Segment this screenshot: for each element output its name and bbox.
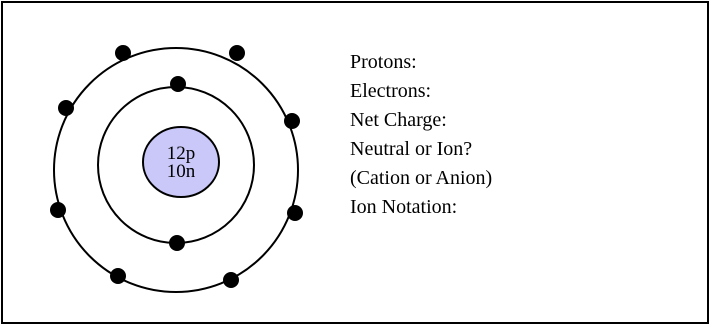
electron-outer-7 [110, 268, 126, 284]
electron-outer-4 [284, 113, 300, 129]
nucleus [142, 126, 220, 198]
nucleus-neutrons-label: 10n [167, 161, 196, 182]
electron-outer-5 [50, 202, 66, 218]
electron-outer-1 [115, 45, 131, 61]
worksheet-field-list: Protons: Electrons: Net Charge: Neutral … [350, 48, 492, 222]
electron-inner-bottom [169, 235, 185, 251]
net-charge-label: Net Charge: [350, 109, 447, 131]
nucleus-protons-label: 12p [167, 143, 196, 164]
electron-outer-3 [58, 100, 74, 116]
electron-outer-2 [229, 45, 245, 61]
ion-notation-label: Ion Notation: [350, 196, 458, 218]
outer-shell [53, 47, 299, 293]
electron-outer-6 [287, 205, 303, 221]
electron-inner-top [170, 76, 186, 92]
neutral-or-ion-label: Neutral or Ion? [350, 138, 473, 160]
electrons-label: Electrons: [350, 80, 432, 102]
electron-outer-8 [223, 272, 239, 288]
cation-or-anion-label: (Cation or Anion) [350, 167, 493, 189]
protons-label: Protons: [350, 51, 417, 73]
